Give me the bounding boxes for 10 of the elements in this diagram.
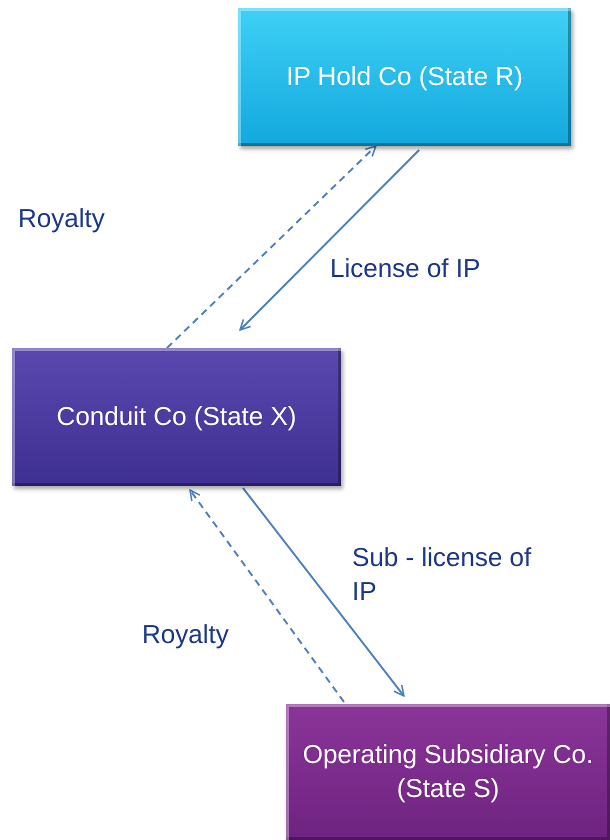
arrow (189, 489, 345, 703)
arrow (166, 145, 377, 349)
entity-name: Operating Subsidiary Co. (State S) (302, 738, 594, 805)
entity-box (286, 704, 610, 840)
entity-name: Conduit Co (State X) (56, 400, 296, 434)
entity-box (12, 348, 341, 486)
entity-name: IP Hold Co (State R) (286, 60, 523, 94)
arrow (239, 149, 420, 331)
entity-box (238, 8, 571, 146)
arrow (242, 487, 405, 697)
